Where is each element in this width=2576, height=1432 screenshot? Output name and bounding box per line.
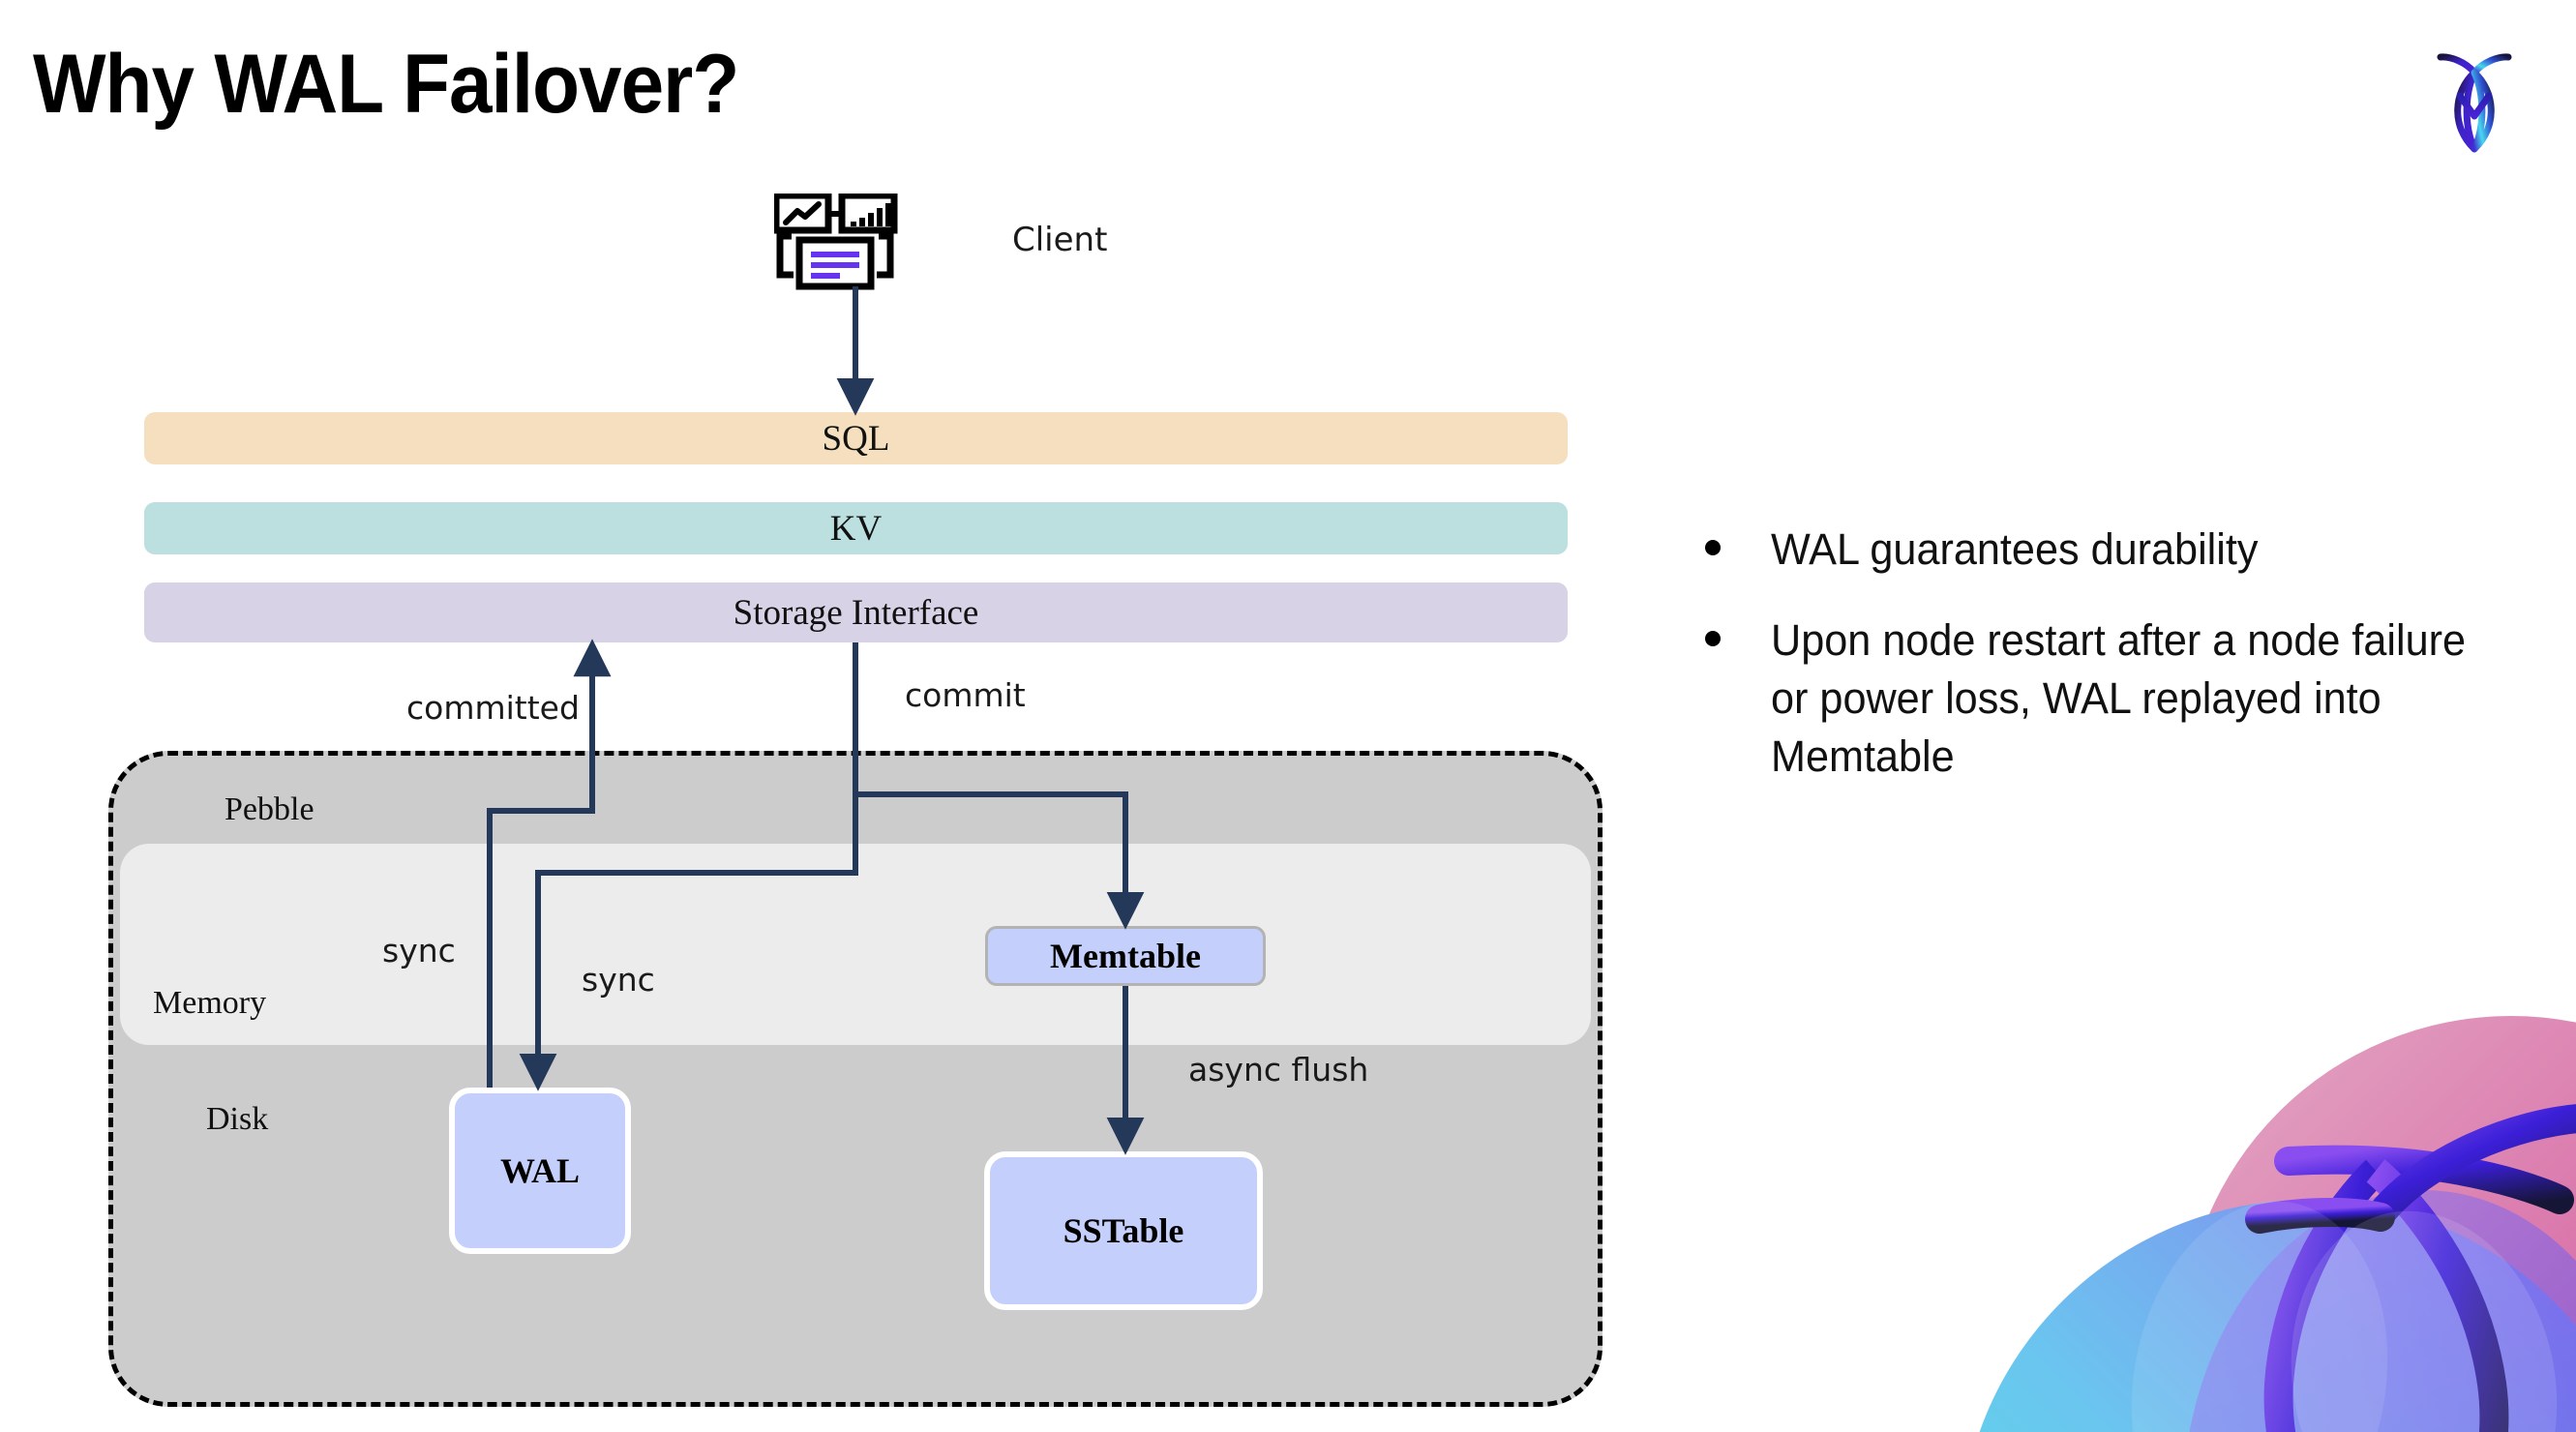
node-wal: WAL bbox=[449, 1088, 631, 1254]
disk-label: Disk bbox=[206, 1101, 269, 1137]
edge-label-sync-left: sync bbox=[382, 932, 456, 970]
layer-bar-kv: KV bbox=[144, 502, 1568, 554]
node-sstable: SSTable bbox=[984, 1151, 1263, 1310]
node-memtable: Memtable bbox=[985, 926, 1266, 986]
memory-label: Memory bbox=[153, 985, 267, 1021]
page-title: Why WAL Failover? bbox=[33, 38, 739, 131]
edge-label-commit: commit bbox=[905, 676, 1026, 714]
edge-label-async-flush: async flush bbox=[1188, 1051, 1369, 1089]
cockroach-logo-icon bbox=[2411, 41, 2537, 168]
memory-zone bbox=[120, 844, 1591, 1045]
bullet-list: WAL guarantees durability Upon node rest… bbox=[1705, 521, 2523, 818]
list-item: Upon node restart after a node failure o… bbox=[1705, 612, 2523, 786]
bullet-dot-icon bbox=[1705, 630, 1721, 646]
client-label: Client bbox=[1012, 221, 1108, 259]
client-dashboard-icon bbox=[772, 192, 929, 290]
bullet-text: Upon node restart after a node failure o… bbox=[1771, 614, 2467, 781]
layer-bar-storage-interface: Storage Interface bbox=[144, 582, 1568, 642]
pebble-label: Pebble bbox=[225, 791, 315, 827]
layer-bar-sql: SQL bbox=[144, 412, 1568, 464]
bullet-dot-icon bbox=[1705, 540, 1721, 555]
bullet-text: WAL guarantees durability bbox=[1771, 524, 2259, 574]
list-item: WAL guarantees durability bbox=[1705, 521, 2523, 579]
cockroach-watermark-icon bbox=[1969, 929, 2576, 1432]
edge-label-committed: committed bbox=[406, 689, 580, 727]
edge-label-sync-right: sync bbox=[582, 961, 655, 999]
